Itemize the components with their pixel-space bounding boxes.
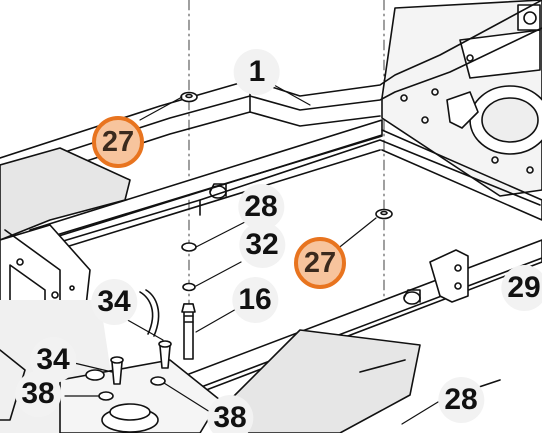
callout-1: 1 [234, 49, 280, 95]
lock-washer-32 [182, 282, 196, 292]
callout-38-left: 38 [15, 371, 61, 417]
callout-16: 16 [232, 277, 278, 323]
callout-32: 32 [239, 222, 285, 268]
callout-34-upper: 34 [91, 279, 137, 325]
bolt-34a [159, 345, 171, 369]
callout-29-label: 29 [507, 271, 541, 304]
callout-29: 29 [501, 265, 542, 311]
clip-34 [139, 291, 154, 335]
callout-32-label: 32 [245, 228, 279, 261]
washer-38a [98, 391, 114, 401]
callout-28-lower-label: 28 [444, 383, 478, 416]
callout-28-lower: 28 [438, 377, 484, 423]
callout-27-highlighted-left: 27 [92, 116, 144, 168]
callout-28-upper-label: 28 [244, 190, 278, 223]
callout-34-upper-label: 34 [97, 285, 131, 318]
callout-16-label: 16 [238, 283, 272, 316]
callout-27-highlighted-right: 27 [294, 237, 346, 289]
callout-28-upper: 28 [238, 184, 284, 230]
callout-34-lower: 34 [30, 337, 76, 383]
washer-38b [150, 376, 166, 386]
washer-28 [181, 242, 197, 252]
bolt-34b [111, 361, 123, 385]
callout-1-label: 1 [248, 55, 266, 88]
callout-27-left-label: 27 [101, 125, 135, 158]
callout-38-right: 38 [207, 395, 253, 433]
callout-27-right-label: 27 [303, 246, 337, 279]
callout-34-lower-label: 34 [36, 343, 70, 376]
callout-38-right-label: 38 [213, 401, 247, 433]
callout-38-left-label: 38 [21, 377, 55, 410]
